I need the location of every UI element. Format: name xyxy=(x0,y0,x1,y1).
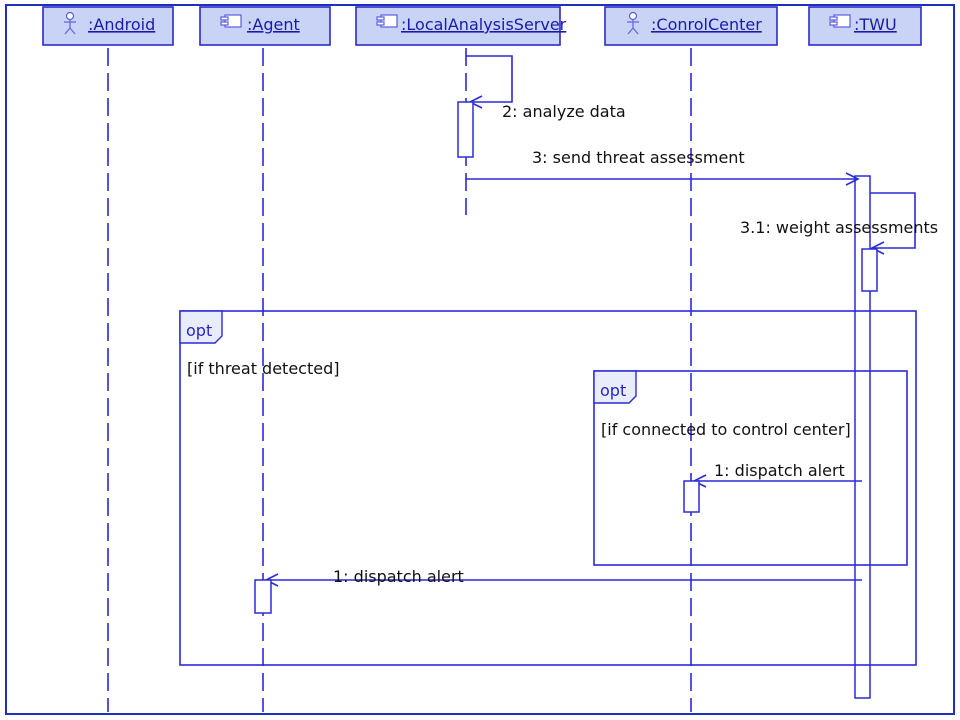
lifeline-label-twu: :TWU xyxy=(854,15,897,34)
activation-control xyxy=(683,480,700,513)
fragment-operator-inner: opt xyxy=(600,381,626,400)
lifeline-head-android[interactable]: :Android xyxy=(42,6,174,46)
message-send[interactable]: 3: send threat assessment xyxy=(466,148,860,186)
actor-icon xyxy=(64,11,76,35)
message-label-send: 3: send threat assessment xyxy=(532,148,745,167)
fragment-inner[interactable]: opt [if connected to control center] xyxy=(593,370,908,566)
actor-icon xyxy=(627,11,639,35)
diagram-border xyxy=(5,4,955,715)
message-dispatch-control[interactable]: 1: dispatch alert xyxy=(683,461,862,513)
lifeline-head-twu[interactable]: :TWU xyxy=(808,6,922,46)
activation-server xyxy=(457,101,474,158)
message-label-weight: 3.1: weight assessments xyxy=(740,218,938,237)
lifeline-label-server: :LocalAnalysisServer xyxy=(401,15,567,34)
fragment-guard-outer: [if threat detected] xyxy=(187,359,339,378)
message-label-dispatch-agent: 1: dispatch alert xyxy=(333,567,464,586)
activation-agent xyxy=(254,579,272,614)
fragment-guard-inner: [if connected to control center] xyxy=(601,420,851,439)
component-icon xyxy=(829,14,851,28)
lifeline-head-server[interactable]: :LocalAnalysisServer xyxy=(355,6,567,46)
message-label-analyze: 2: analyze data xyxy=(502,102,626,121)
lifeline-head-agent[interactable]: :Agent xyxy=(199,6,331,46)
activation-twu xyxy=(854,175,871,699)
message-dispatch-agent[interactable]: 1: dispatch alert xyxy=(254,567,862,614)
component-icon xyxy=(376,14,398,28)
lifeline-label-android: :Android xyxy=(88,15,155,34)
activation-twu-weight xyxy=(861,248,878,292)
fragment-operator-outer: opt xyxy=(186,321,212,340)
lifeline-label-agent: :Agent xyxy=(247,15,300,34)
lifeline-label-control: :ConrolCenter xyxy=(651,15,762,34)
component-icon xyxy=(220,14,242,28)
fragment-outer[interactable]: opt [if threat detected] xyxy=(179,310,917,666)
message-label-dispatch-control: 1: dispatch alert xyxy=(714,461,845,480)
lifeline-head-control[interactable]: :ConrolCenter xyxy=(604,6,778,46)
message-analyze[interactable]: 2: analyze data xyxy=(457,55,626,158)
message-weight[interactable]: 3.1: weight assessments xyxy=(740,192,938,292)
